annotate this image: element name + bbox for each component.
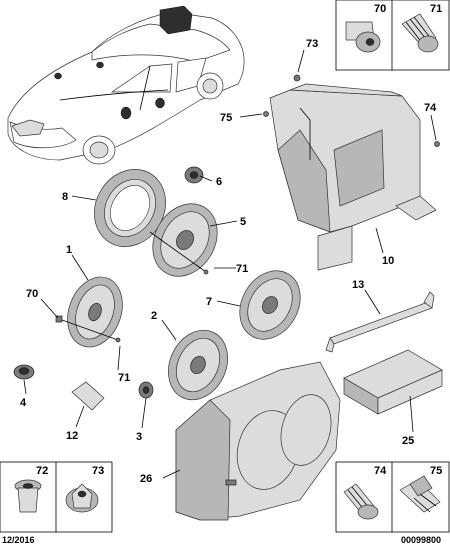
footer-date: 12/2016 bbox=[2, 535, 35, 545]
speaker-2 bbox=[168, 329, 228, 401]
inset-74-75: 74 75 bbox=[335, 461, 450, 533]
clip-screw-75-part bbox=[399, 475, 441, 513]
screw-71-part bbox=[401, 13, 439, 53]
callout-70: 70 bbox=[26, 288, 38, 300]
inset-label-74: 74 bbox=[374, 465, 387, 477]
speaker-1 bbox=[67, 276, 123, 348]
callout-75: 75 bbox=[220, 112, 232, 124]
speaker-7 bbox=[239, 270, 301, 340]
callout-71-upper: 71 bbox=[236, 263, 248, 275]
callout-2: 2 bbox=[151, 310, 157, 322]
callout-71-lower: 71 bbox=[118, 372, 130, 384]
callout-26: 26 bbox=[140, 473, 152, 485]
leader-lines bbox=[23, 49, 437, 479]
callout-8: 8 bbox=[62, 191, 68, 203]
nut-73-part bbox=[65, 483, 99, 513]
tweeter-3 bbox=[138, 381, 154, 399]
speaker-8-ring bbox=[94, 169, 166, 247]
cover-12 bbox=[71, 381, 105, 411]
callout-73: 73 bbox=[306, 38, 318, 50]
callout-13: 13 bbox=[352, 279, 364, 291]
fasteners-main bbox=[55, 231, 209, 343]
callout-4: 4 bbox=[20, 397, 27, 409]
inset-label-70: 70 bbox=[374, 3, 386, 15]
footer-reference: 00099800 bbox=[401, 535, 441, 545]
callout-7: 7 bbox=[206, 296, 212, 308]
inset-label-71: 71 bbox=[430, 3, 442, 15]
inset-label-75: 75 bbox=[430, 465, 442, 477]
speaker-5 bbox=[152, 203, 218, 277]
callout-74: 74 bbox=[424, 102, 437, 114]
clip-nut-70-part bbox=[345, 21, 381, 53]
tweeter-4 bbox=[13, 364, 35, 380]
callout-5: 5 bbox=[240, 216, 246, 228]
subwoofer-enclosure bbox=[263, 74, 440, 271]
callout-1: 1 bbox=[66, 244, 72, 256]
inset-label-72: 72 bbox=[36, 465, 48, 477]
amplifier-module-25 bbox=[343, 349, 443, 415]
callout-3: 3 bbox=[136, 431, 142, 443]
inset-70-71: 70 71 bbox=[335, 0, 450, 71]
tweeter-6 bbox=[184, 166, 204, 184]
inset-label-73: 73 bbox=[92, 465, 104, 477]
bolt-74-part bbox=[343, 483, 379, 520]
car-illustration bbox=[7, 5, 245, 165]
callout-12: 12 bbox=[66, 430, 78, 442]
callout-labels: 8 6 5 71 1 70 7 2 71 4 12 3 13 25 26 10 … bbox=[20, 38, 437, 485]
inset-72-73: 72 73 bbox=[0, 461, 113, 533]
bracket-13 bbox=[325, 291, 435, 353]
callout-10: 10 bbox=[382, 255, 394, 267]
rivet-nut-72-part bbox=[14, 479, 42, 513]
callout-25: 25 bbox=[402, 435, 414, 447]
callout-6: 6 bbox=[216, 176, 222, 188]
enclosure-26 bbox=[175, 361, 341, 521]
